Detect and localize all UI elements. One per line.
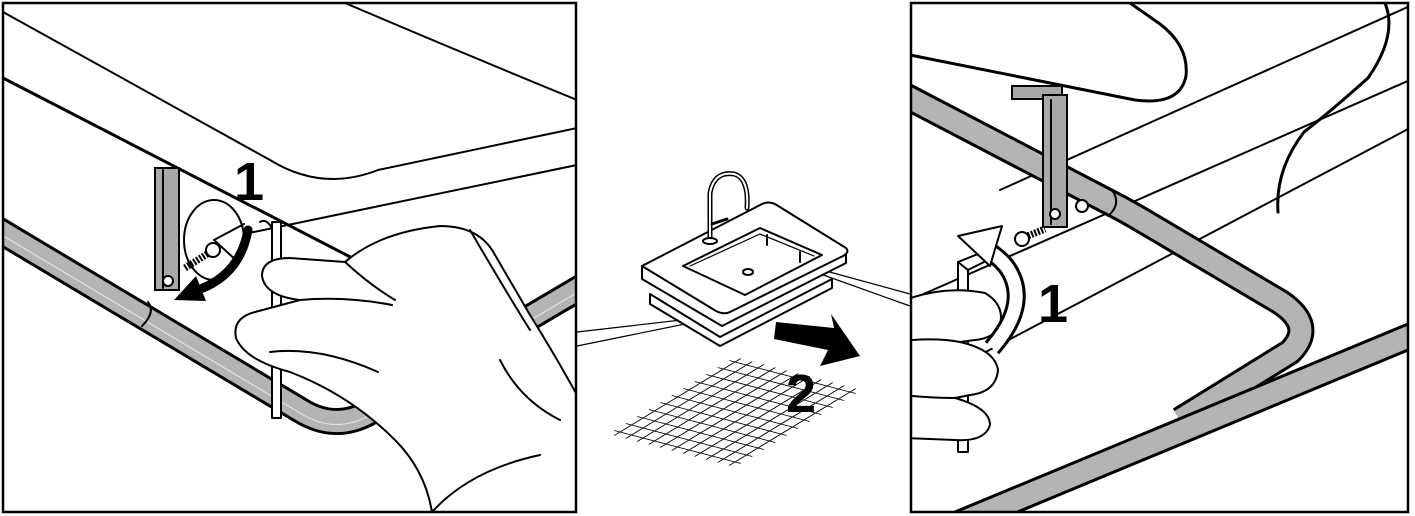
left-panel-frame (1, 1, 578, 514)
sleeve-fold (499, 359, 561, 421)
basin-clip (766, 234, 801, 263)
floor-grid-line (717, 367, 845, 401)
faucet-handle (710, 217, 729, 226)
hand-finger-line (299, 297, 393, 306)
right-panel-frame (909, 1, 1410, 514)
floor-grid-line (683, 388, 810, 422)
faucet-spout-inner (709, 172, 749, 241)
counter-edge (999, 5, 1408, 191)
counter-edge (911, 79, 1408, 301)
basin-rim (3, 11, 576, 180)
hand (234, 225, 576, 512)
floor-grid-line (671, 373, 799, 451)
floor-grid-line (683, 376, 810, 454)
floor-grid-line (706, 374, 833, 408)
pull-out-arrow (774, 314, 860, 366)
screw-nut (205, 242, 221, 258)
callout-line-right (814, 271, 911, 307)
floor-grid-line (717, 385, 845, 463)
threaded-screw (183, 248, 214, 271)
basin-rim (911, 3, 1188, 103)
basin-drain (742, 268, 754, 276)
lower-rail (958, 325, 1408, 512)
mounting-bracket (154, 167, 180, 291)
hand-finger-line (911, 338, 961, 343)
hand-finger-line (269, 349, 379, 373)
callout-line-left (576, 318, 691, 333)
floor-grid-line (729, 360, 856, 394)
callout-line-left (576, 322, 691, 347)
sleeve-fold (431, 454, 541, 512)
step-label-right: 1 (1038, 274, 1068, 334)
left-detail-view: 1 (3, 3, 576, 512)
bracket-hole (1049, 208, 1061, 220)
hand-finger-line (911, 395, 956, 399)
hand-knuckle-line (344, 261, 396, 301)
right-detail-view: 1 (911, 3, 1408, 512)
rotate-arrow-shaft (193, 225, 253, 295)
callout-line-right (814, 267, 911, 295)
mounting-bracket (1042, 94, 1068, 228)
tube-hole (1075, 199, 1089, 213)
screw-nut (1014, 231, 1030, 247)
sleeve-fold (469, 229, 531, 331)
rotate-arrow-head (957, 225, 1003, 267)
floor-grid-line (706, 382, 833, 460)
floor-grid-line (694, 381, 822, 415)
counter-front-edge (3, 76, 362, 264)
faucet-base (702, 237, 718, 245)
step-label-left: 1 (234, 152, 264, 212)
support-frame (649, 278, 833, 347)
basin-inner-edge (344, 3, 576, 101)
center-overview: 2 (576, 171, 911, 466)
counter-underside-edge (224, 164, 576, 239)
basin-bowl-depth (689, 233, 815, 267)
step-label-center: 2 (786, 364, 816, 424)
rotate-arrow-head (174, 276, 206, 301)
allen-key-bend (259, 219, 273, 229)
frame-tube-joint (141, 301, 152, 327)
bracket-hole (162, 275, 174, 287)
hand (911, 289, 1002, 442)
floor-grid-line (694, 379, 822, 457)
floor-grid (614, 358, 856, 466)
floor-grid-line (729, 388, 856, 466)
frame-tube-joint (1107, 189, 1118, 217)
basin-outer-sweep (1276, 3, 1391, 214)
